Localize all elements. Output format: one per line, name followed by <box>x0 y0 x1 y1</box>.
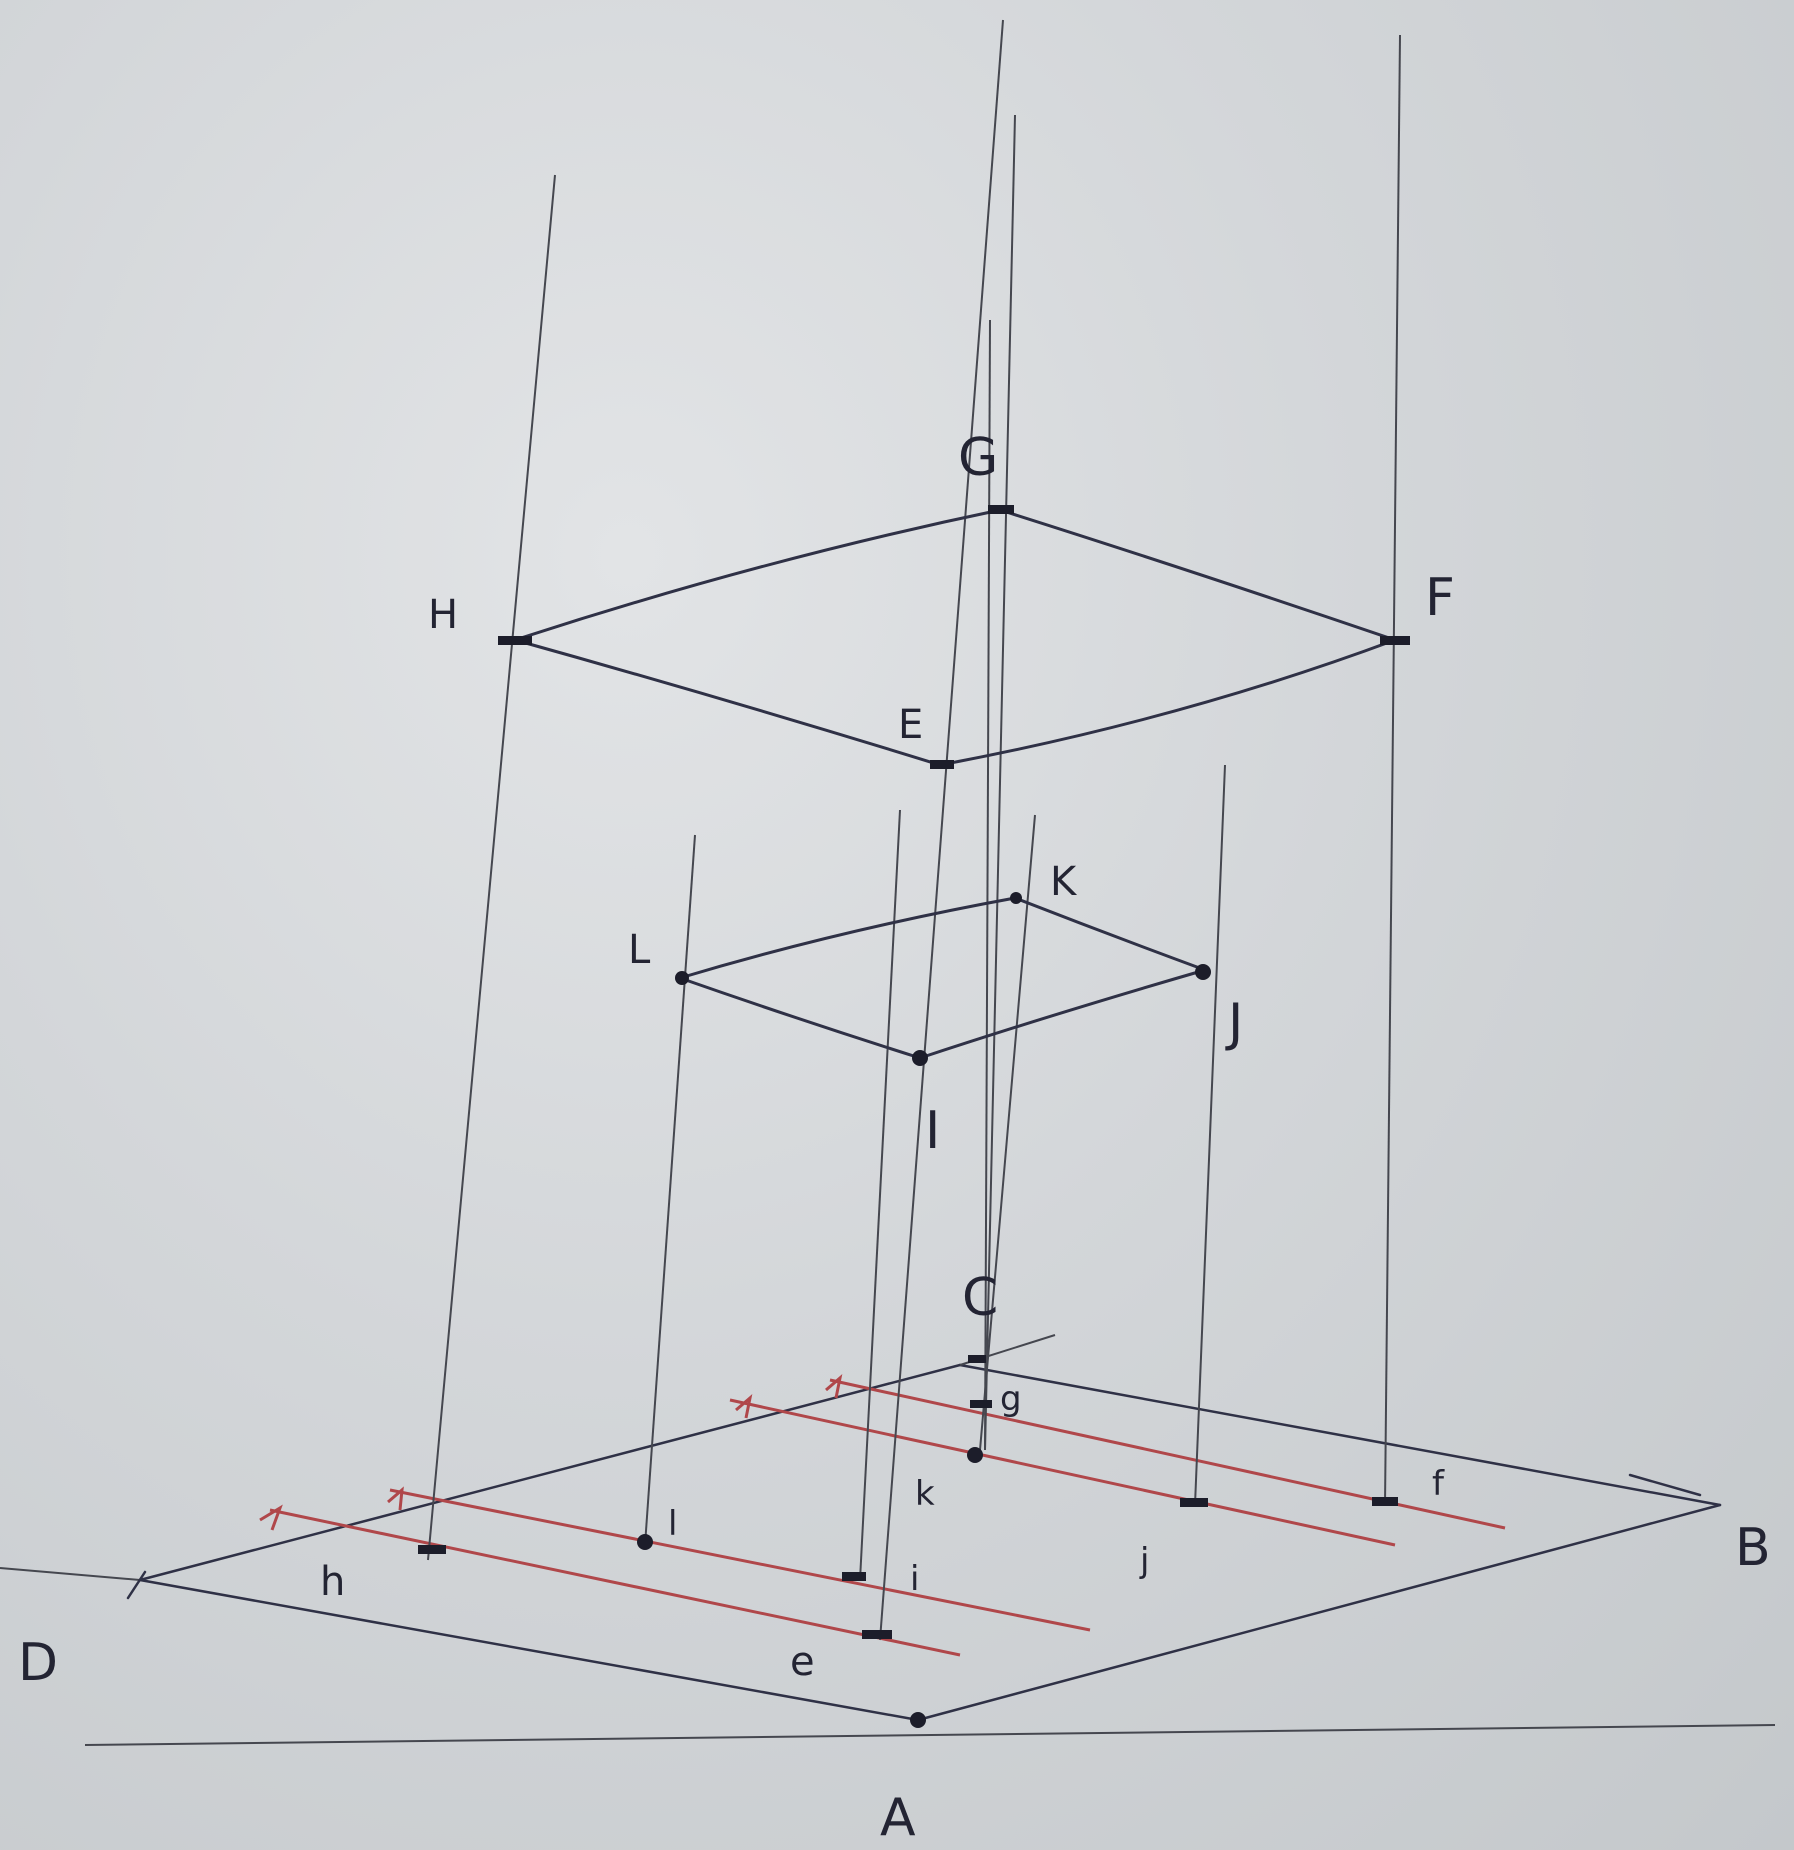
construction-arrow-3 <box>735 1394 753 1419</box>
point-I <box>912 1050 928 1066</box>
label-E: E <box>898 702 923 748</box>
ground-plane-edge-DA <box>138 1578 920 1722</box>
construction-arrow-1 <box>259 1504 283 1531</box>
label-e: e <box>790 1639 815 1685</box>
point-H <box>498 636 532 645</box>
upper-square-edge-EH <box>513 638 942 767</box>
lower-square-edge-KJ <box>1013 896 1207 972</box>
label-L: L <box>628 927 651 973</box>
point-k <box>967 1447 983 1463</box>
label-k: k <box>915 1474 935 1514</box>
point-g <box>970 1400 992 1408</box>
construction-line-1 <box>269 1508 961 1657</box>
upper-square-edge-HG <box>513 508 1002 642</box>
point-i <box>842 1572 866 1581</box>
point-J <box>1195 964 1211 980</box>
label-G: G <box>958 428 998 488</box>
ground-plane-edge-CD <box>138 1363 962 1582</box>
projector-J <box>1194 764 1226 1506</box>
point-e <box>862 1630 892 1639</box>
ground-plane-edge-BC <box>958 1363 1722 1507</box>
construction-arrow-2 <box>387 1486 404 1511</box>
projector-I <box>859 809 901 1581</box>
projector-K <box>979 814 1036 1451</box>
point-L <box>675 971 689 985</box>
construction-line-2 <box>389 1488 1091 1632</box>
projector-H <box>427 174 556 1561</box>
point-F <box>1380 636 1410 645</box>
lower-square-edge-LK <box>678 896 1017 980</box>
point-h <box>418 1545 446 1554</box>
label-I: I <box>925 1101 940 1161</box>
baseline-ground <box>84 1724 1776 1746</box>
point-l <box>637 1534 653 1550</box>
label-l: l <box>668 1504 677 1544</box>
projector-L <box>644 834 696 1546</box>
point-K <box>1010 892 1022 904</box>
construction-line-3 <box>729 1398 1396 1547</box>
lower-square-edge-JI <box>918 968 1207 1060</box>
label-C: C <box>962 1268 998 1328</box>
projector-G2 <box>984 114 1016 1451</box>
point-j <box>1180 1498 1208 1507</box>
construction-arrow-4 <box>825 1374 843 1399</box>
point-f <box>1372 1497 1398 1506</box>
baseline-left-extension <box>0 1567 141 1581</box>
projector-G <box>879 19 1004 1641</box>
ground-plane-corner-B-mark <box>1628 1473 1702 1497</box>
label-H: H <box>428 592 458 638</box>
label-K: K <box>1050 859 1078 905</box>
projector-F <box>1384 34 1401 1506</box>
ground-plane-edge-AB <box>916 1503 1722 1722</box>
point-G <box>988 505 1014 514</box>
point-E <box>930 760 954 769</box>
label-f: f <box>1432 1464 1445 1504</box>
label-D: D <box>18 1633 58 1693</box>
point-C <box>968 1355 986 1363</box>
upper-square-edge-GF <box>998 508 1397 642</box>
label-B: B <box>1735 1518 1771 1578</box>
label-h: h <box>320 1559 345 1605</box>
label-g: g <box>1000 1379 1022 1419</box>
label-i: i <box>910 1559 919 1599</box>
label-F: F <box>1425 568 1455 628</box>
label-A: A <box>880 1788 916 1848</box>
label-J: J <box>1225 993 1243 1053</box>
upper-square-edge-FE <box>938 638 1397 767</box>
ground-plane-corner-D-mark <box>126 1570 147 1600</box>
label-j: j <box>1139 1541 1149 1581</box>
lower-square-edge-IL <box>678 976 922 1060</box>
point-A <box>910 1712 926 1728</box>
